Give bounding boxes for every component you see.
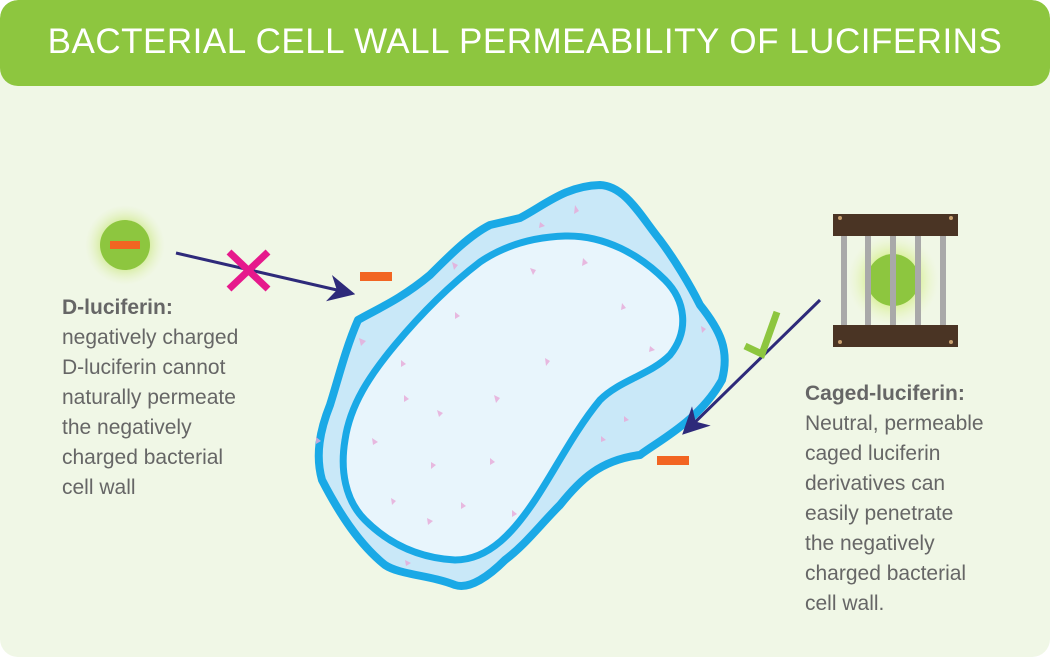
d-luciferin-caption: D-luciferin: negatively charged D-lucife… bbox=[62, 293, 322, 503]
cell-speckles bbox=[316, 205, 706, 566]
d-luciferin-molecule bbox=[85, 205, 165, 285]
blocked-arrow bbox=[175, 251, 356, 302]
title-banner bbox=[0, 0, 1050, 86]
minus-icon bbox=[657, 456, 689, 465]
page-title: BACTERIAL CELL WALL PERMEABILITY OF LUCI… bbox=[47, 22, 1003, 61]
permeating-arrow bbox=[682, 298, 822, 435]
caged-luciferin-molecule bbox=[833, 214, 958, 347]
caption-body: Neutral, permeable caged luciferin deriv… bbox=[805, 412, 984, 615]
cage-icon bbox=[833, 214, 958, 347]
caption-body: negatively charged D-luciferin cannot na… bbox=[62, 326, 239, 499]
minus-icon bbox=[360, 272, 392, 281]
cell-inner-membrane bbox=[339, 232, 687, 564]
check-icon bbox=[743, 310, 781, 359]
minus-icon bbox=[110, 241, 140, 249]
bacterial-cell bbox=[314, 181, 729, 590]
cross-icon bbox=[226, 249, 271, 292]
caption-heading: Caged-luciferin: bbox=[805, 382, 965, 405]
caption-heading: D-luciferin: bbox=[62, 296, 173, 319]
caged-luciferin-caption: Caged-luciferin: Neutral, permeable cage… bbox=[805, 379, 1045, 619]
